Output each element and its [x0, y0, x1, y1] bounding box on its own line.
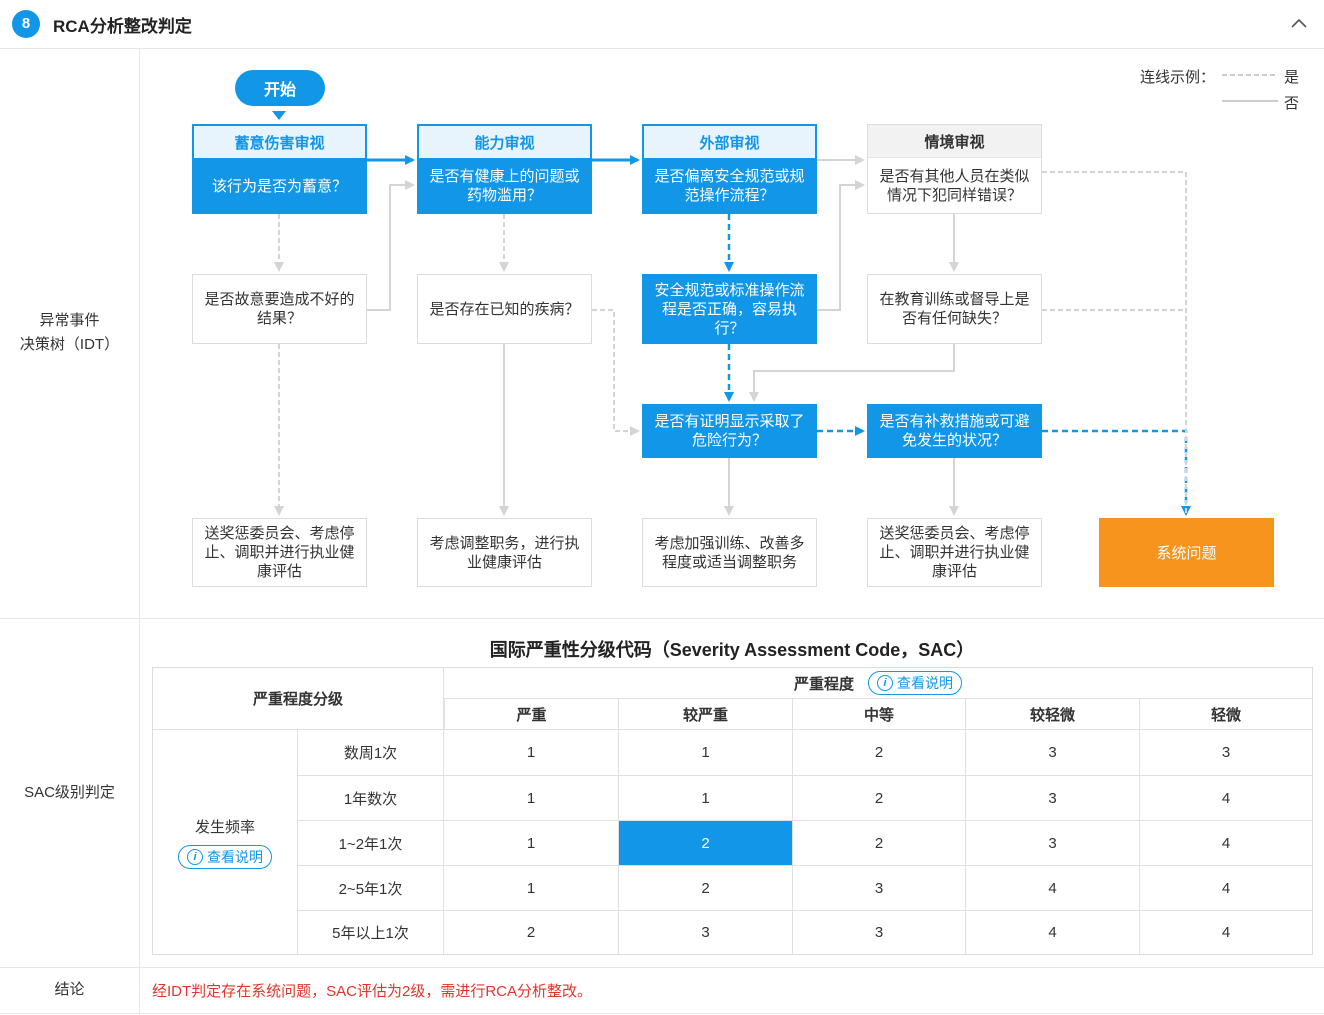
sac-cell: 2: [792, 821, 965, 866]
sac-cell: 1: [444, 821, 618, 866]
info-label: 查看说明: [207, 848, 263, 865]
sac-cell-selected: 2: [618, 821, 792, 866]
legend-label: 连线示例：: [1140, 69, 1216, 86]
sac-cell: 3: [1139, 730, 1312, 776]
frequency-row-header: 1~2年1次: [298, 821, 444, 866]
sac-cell: 4: [1139, 866, 1312, 911]
result-disciplinary-2: 送奖惩委员会、考虑停止、调职并进行执业健康评估: [867, 518, 1042, 587]
conclusion-row-label: 结论: [54, 981, 85, 998]
question-intent-harm: 是否故意要造成不好的结果？: [192, 274, 367, 344]
result-system-issue: 系统问题: [1099, 518, 1274, 587]
sac-cell: 3: [618, 911, 792, 954]
node-title: 蓄意伤害审视: [192, 124, 367, 158]
question-training-gap: 在教育训练或督导上是否有任何缺失？: [867, 274, 1042, 344]
sac-cell: 1: [618, 730, 792, 776]
frequency-row-header: 数周1次: [298, 730, 444, 776]
sac-corner-header: 严重程度分级: [153, 668, 444, 730]
result-training: 考虑加强训练、改善多程度或适当调整职务: [642, 518, 817, 587]
severity-header: 严重程度 i 查看说明: [444, 668, 1312, 699]
node-title: 情境审视: [868, 125, 1041, 158]
legend-yes: 是: [1284, 69, 1300, 86]
sac-cell: 4: [1139, 776, 1312, 821]
sac-cell: 1: [444, 866, 618, 911]
idt-label-line: 异常事件: [39, 312, 100, 329]
node-question: 该行为是否为蓄意？: [211, 177, 347, 195]
sac-cell: 3: [965, 730, 1139, 776]
frequency-info-button[interactable]: i 查看说明: [178, 844, 272, 869]
sac-cell: 3: [792, 866, 965, 911]
label-column-divider: [139, 49, 140, 1015]
question-remedy: 是否有补救措施或可避免发生的状况？: [867, 404, 1042, 458]
severity-column-header: 较严重: [618, 699, 792, 730]
node-external-review: 外部审视 是否偏离安全规范或规范操作流程？: [642, 124, 817, 214]
idt-row-label: 异常事件 决策树（IDT）: [0, 309, 139, 357]
node-title: 能力审视: [417, 124, 592, 158]
info-icon: i: [187, 848, 203, 865]
severity-column-header: 中等: [792, 699, 965, 730]
result-adjust-duty: 考虑调整职务，进行执业健康评估: [417, 518, 592, 587]
sac-cell: 4: [965, 866, 1139, 911]
sac-cell: 1: [618, 776, 792, 821]
frequency-row-header: 5年以上1次: [298, 911, 444, 954]
frequency-row-header: 2~5年1次: [298, 866, 444, 911]
sac-cell: 4: [965, 911, 1139, 954]
sac-cell: 1: [444, 730, 618, 776]
line-legend: 连线示例：: [1140, 66, 1215, 87]
chevron-up-icon[interactable]: [1288, 12, 1310, 34]
info-label: 查看说明: [897, 675, 953, 691]
sac-table: 严重程度分级 严重程度 i 查看说明 发生频率 i 查看说明 严重较严重中等较轻…: [152, 667, 1313, 955]
sac-cell: 2: [792, 776, 965, 821]
node-capability-review: 能力审视 是否有健康上的问题或药物滥用？: [417, 124, 592, 214]
section-title: RCA分析整改判定: [53, 17, 192, 36]
sac-cell: 2: [526, 924, 536, 941]
result-disciplinary: 送奖惩委员会、考虑停止、调职并进行执业健康评估: [192, 518, 367, 587]
node-intent-review: 蓄意伤害审视 该行为是否为蓄意？: [192, 124, 367, 214]
sac-cell: 4: [1139, 821, 1312, 866]
sac-cell: 2: [792, 730, 965, 776]
idt-label-line: 决策树（IDT）: [19, 336, 120, 353]
legend-no: 否: [1284, 95, 1300, 112]
node-title: 外部审视: [642, 124, 817, 158]
sac-title: 国际严重性分级代码（Severity Assessment Code，SAC）: [489, 640, 975, 660]
info-icon: i: [877, 675, 893, 691]
node-question: 是否偏离安全规范或规范操作流程？: [654, 168, 805, 204]
severity-column-header: 较轻微: [965, 699, 1139, 730]
sac-cell: 4: [1139, 911, 1312, 954]
row-divider: [0, 618, 1324, 619]
node-context-review: 情境审视 是否有其他人员在类似情况下犯同样错误？: [867, 124, 1042, 214]
sac-row-label: SAC级别判定: [24, 784, 115, 801]
row-divider: [0, 1013, 1324, 1014]
node-question: 是否有健康上的问题或药物滥用？: [429, 168, 580, 204]
sac-cell: 3: [965, 821, 1139, 866]
step-badge: 8: [12, 10, 40, 38]
start-node: 开始: [235, 70, 325, 106]
question-sop-correct: 安全规范或标准操作流程是否正确，容易执行？: [642, 274, 817, 344]
sac-cell: 3: [965, 776, 1139, 821]
severity-label: 严重程度: [793, 675, 854, 693]
question-risky-behavior: 是否有证明显示采取了危险行为？: [642, 404, 817, 458]
section-header: 8 RCA分析整改判定: [0, 0, 1324, 49]
severity-column-header: 轻微: [1139, 699, 1312, 730]
sac-cell: 1: [444, 776, 618, 821]
legend-lines: [1222, 74, 1278, 102]
node-question: 是否有其他人员在类似情况下犯同样错误？: [879, 167, 1030, 204]
severity-info-button[interactable]: i 查看说明: [868, 671, 962, 695]
frequency-header: 发生频率 i 查看说明: [153, 730, 298, 954]
severity-column-header: 严重: [444, 699, 618, 730]
frequency-label: 发生频率: [194, 818, 255, 836]
question-known-illness: 是否存在已知的疾病？: [417, 274, 592, 344]
sac-cell: 2: [618, 866, 792, 911]
sac-cell: 3: [792, 911, 965, 954]
conclusion-text: 经IDT判定存在系统问题，SAC评估为2级，需进行RCA分析整改。: [152, 983, 593, 1000]
frequency-row-header: 1年数次: [298, 776, 444, 821]
row-divider: [0, 967, 1324, 968]
